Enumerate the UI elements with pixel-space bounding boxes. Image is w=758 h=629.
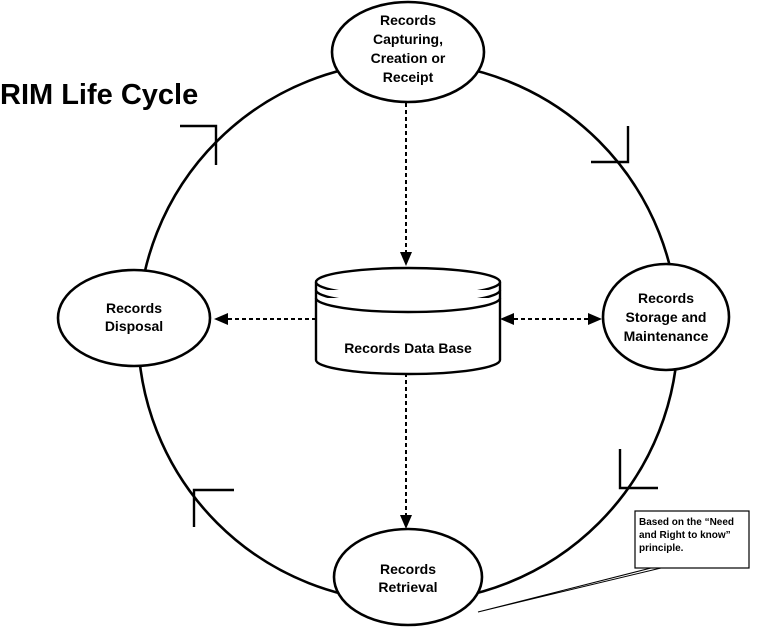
diagram-title: RIM Life Cycle: [0, 79, 198, 111]
node-storage: Records Storage and Maintenance: [601, 262, 731, 372]
node-storage-line: Records: [638, 290, 694, 306]
callout-line: principle.: [639, 543, 684, 554]
arrowhead-into-disposal: [214, 313, 228, 325]
cycle-arrow-top-right: [591, 126, 630, 164]
node-capture-line: Capturing,: [373, 31, 443, 47]
node-retrieval-line: Records: [380, 561, 436, 577]
callout-line: Based on the “Need: [639, 517, 734, 528]
arrowhead-toward-database: [500, 313, 514, 325]
callout-pointer: [477, 567, 662, 613]
arrowhead-into-database: [400, 252, 412, 266]
database-cylinder: Records Data Base: [314, 266, 502, 376]
node-retrieval: Records Retrieval: [332, 527, 484, 627]
node-capture-line: Records: [380, 12, 436, 28]
cycle-arrow-bottom-right: [618, 449, 658, 490]
cycle-arrow-bottom-left: [192, 488, 234, 527]
callout-note: Based on the “Need and Right to know” pr…: [477, 510, 750, 613]
callout-box: [634, 510, 750, 569]
node-retrieval-line: Retrieval: [378, 579, 437, 595]
node-capture: Records Capturing, Creation or Receipt: [330, 0, 486, 104]
node-storage-line: Maintenance: [624, 328, 709, 344]
node-disposal: Records Disposal: [56, 268, 212, 368]
node-capture-line: Receipt: [383, 69, 434, 85]
node-storage-line: Storage and: [626, 309, 707, 325]
arrowhead-into-retrieval: [400, 515, 412, 529]
cycle-arrow-top-left: [180, 124, 218, 165]
node-disposal-line: Records: [106, 300, 162, 316]
node-disposal-line: Disposal: [105, 318, 163, 334]
callout-line: and Right to know”: [639, 530, 731, 541]
arrowhead-into-storage: [588, 313, 602, 325]
node-capture-line: Creation or: [371, 50, 446, 66]
database-label: Records Data Base: [344, 340, 472, 356]
